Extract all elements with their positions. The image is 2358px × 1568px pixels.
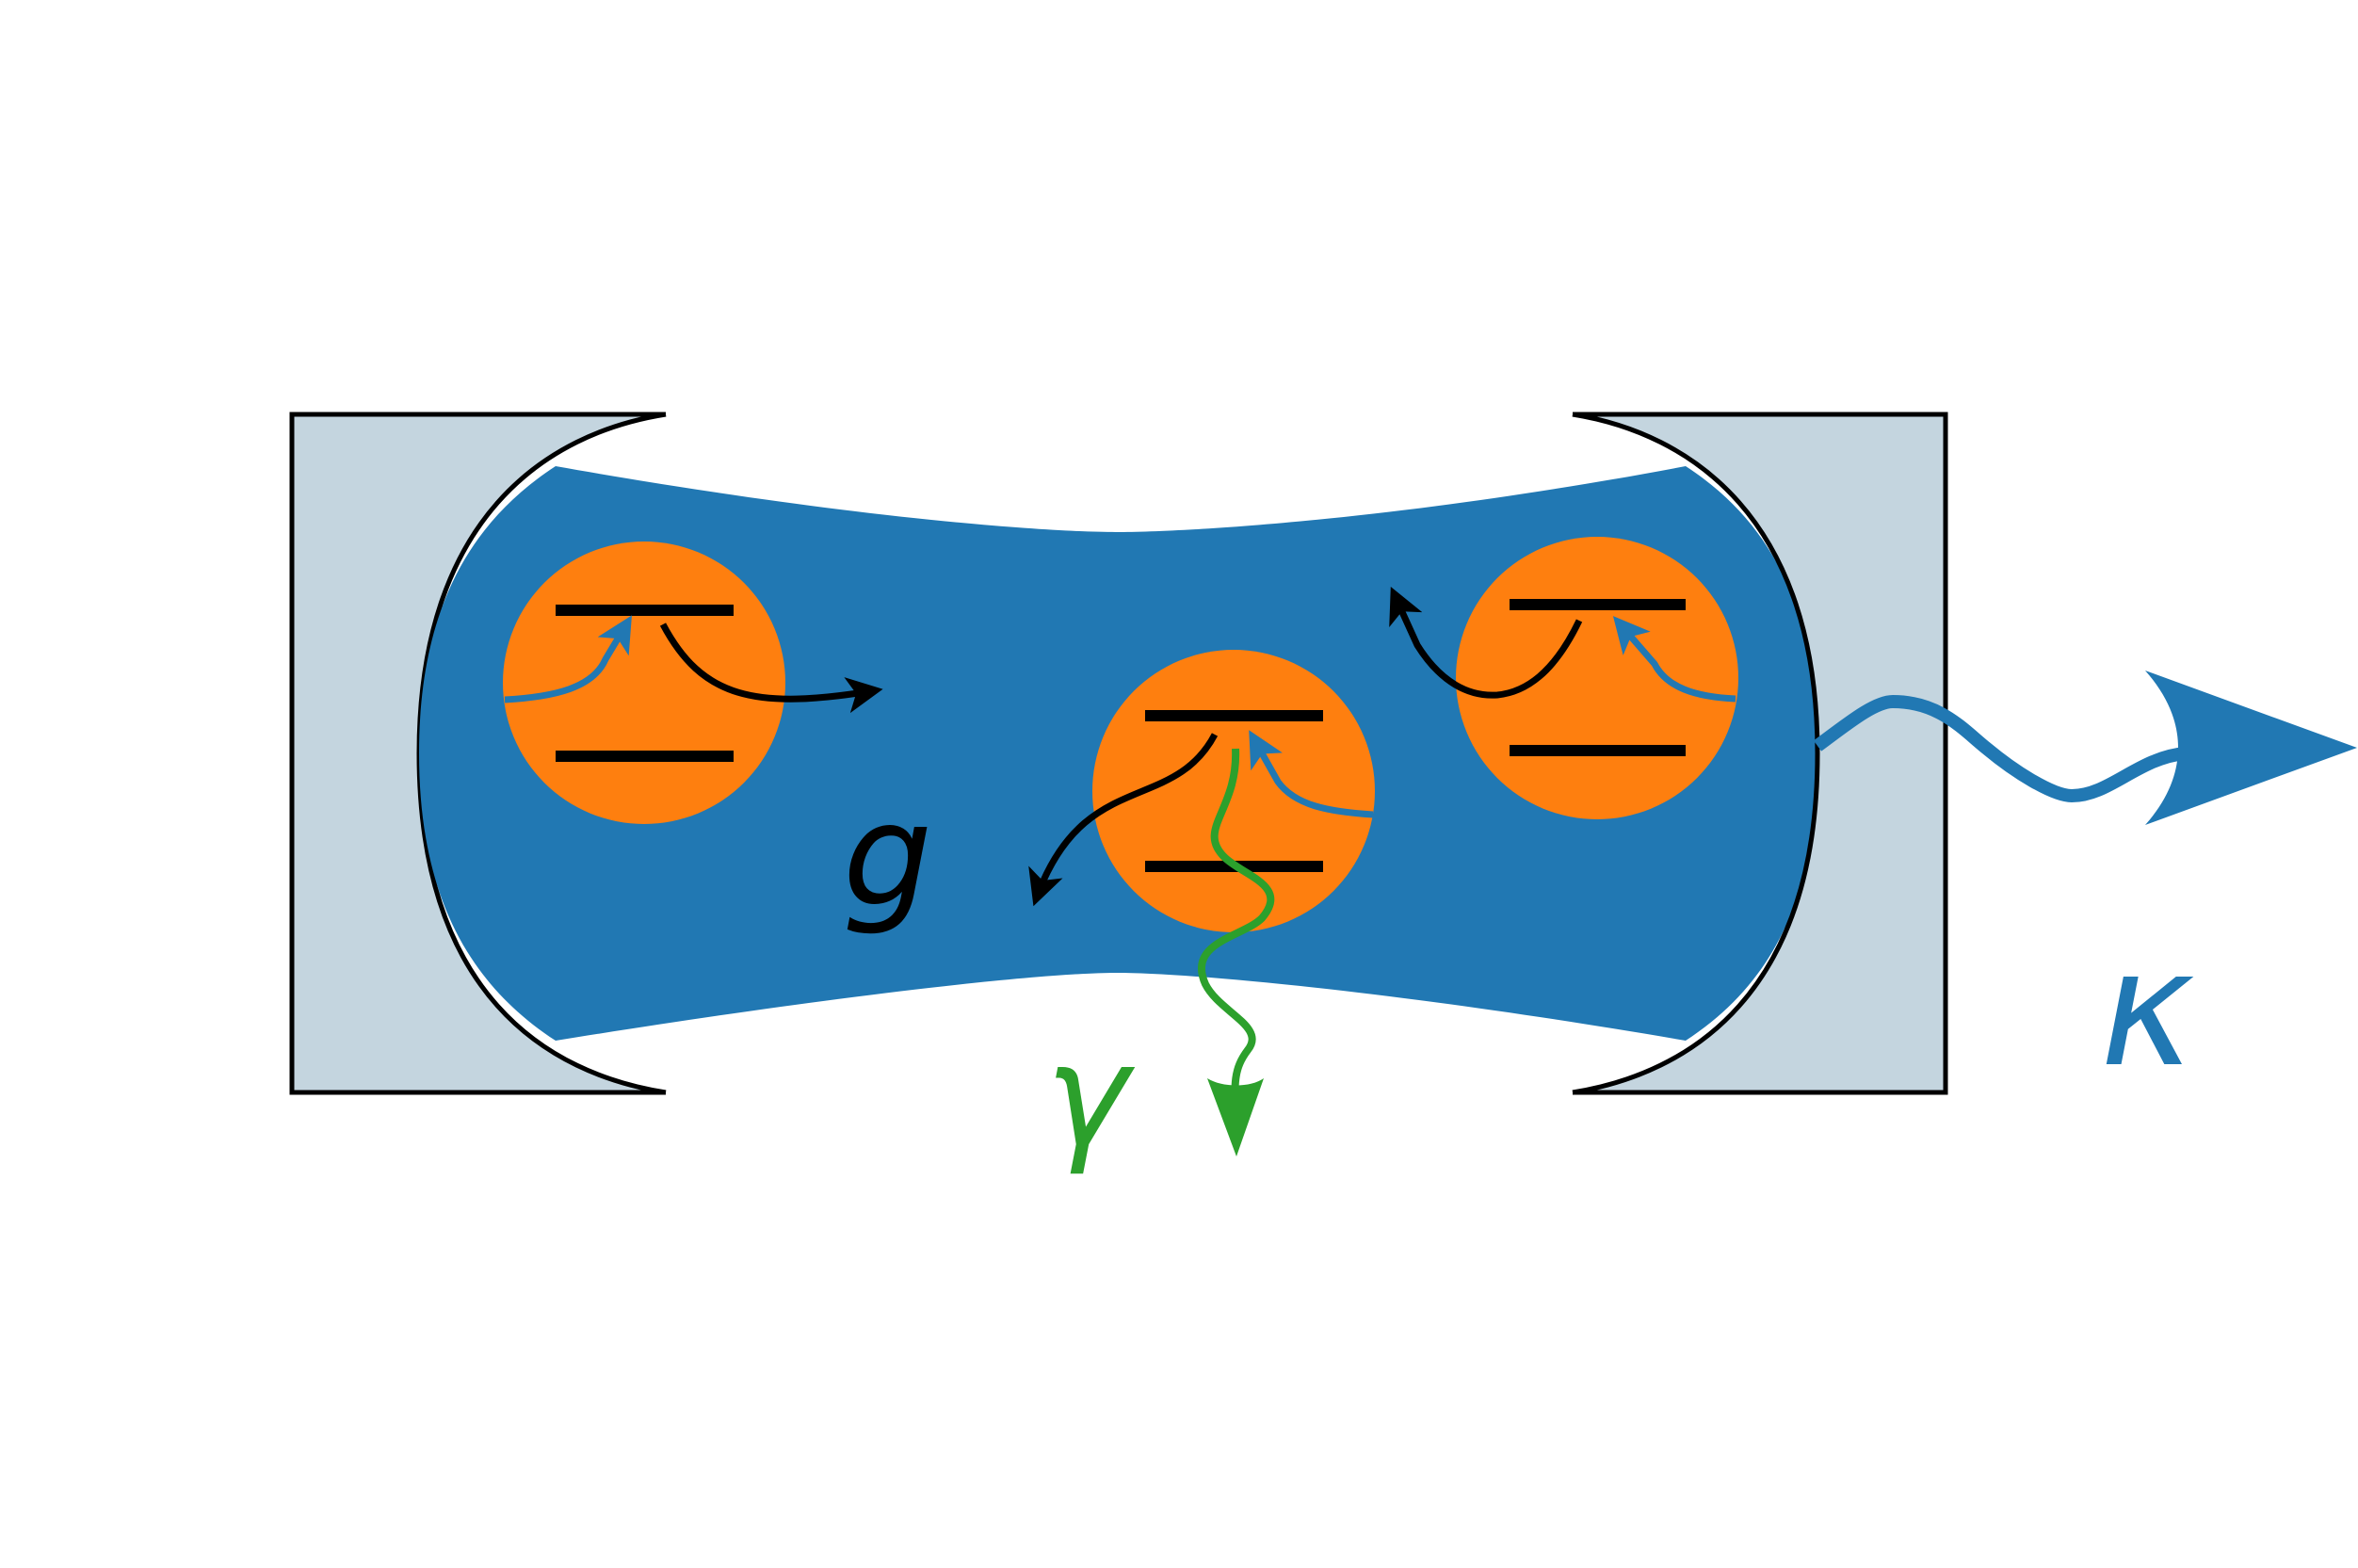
atom-3-absorption-arrow [1612, 616, 1736, 703]
atom-2-absorption-arrow [1249, 730, 1374, 818]
atom-1-body [503, 542, 785, 824]
atom-2-spontaneous-emission-arrow [1198, 748, 1275, 1126]
decay-arrowhead [2145, 671, 2357, 825]
right-mirror-surface [1572, 412, 1820, 1095]
atom-1-coupling-arrow [659, 622, 883, 714]
coupling-label-g: g [843, 774, 932, 938]
atom-3 [1389, 537, 1738, 819]
cavity-decay-arrow [1813, 671, 2357, 825]
atom-1-absorption-arrow [504, 615, 632, 703]
right-mirror [1573, 412, 1948, 1095]
emission-arrowhead [1207, 1078, 1264, 1156]
atom-3-coupling-arrow [1389, 586, 1583, 699]
cavity-decay-label-kappa: κ [2100, 916, 2194, 1103]
atom-1 [503, 542, 883, 824]
atomic-decay-label-gamma: γ [1045, 1014, 1136, 1178]
atom-2-coupling-arrow [1028, 733, 1219, 907]
atom-2 [1028, 650, 1375, 1156]
atom-3-body [1456, 537, 1738, 819]
